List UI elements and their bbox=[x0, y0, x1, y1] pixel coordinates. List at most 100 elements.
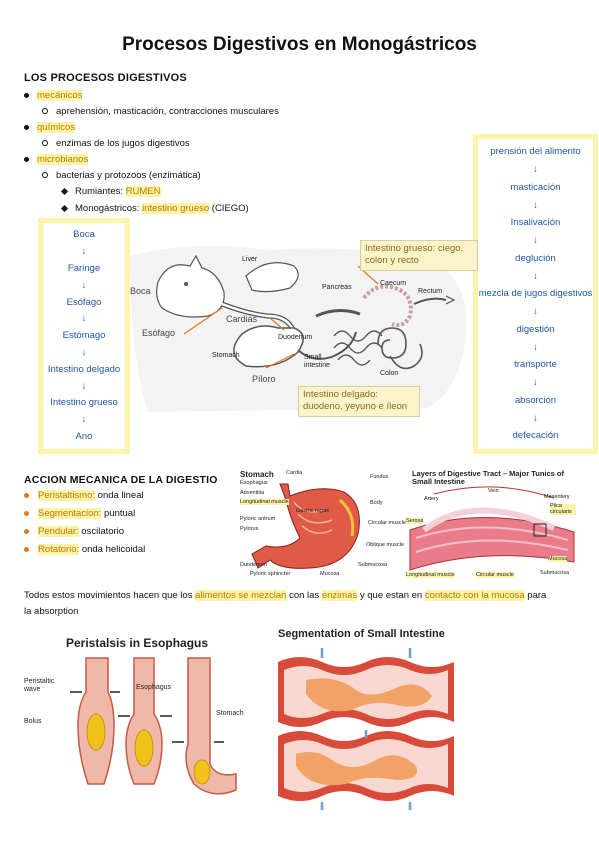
stomach-figure: Stomach Cardia Esophagus Adventitia Long… bbox=[240, 470, 406, 582]
callout-intestino-delgado: Intestino delgado: duodeno, yeyuno e íle… bbox=[298, 386, 420, 417]
stomach-label: Pylorus bbox=[240, 526, 259, 532]
stomach-fig-title: Stomach bbox=[240, 470, 274, 479]
down-arrow-icon: ↓ bbox=[81, 414, 87, 426]
down-arrow-icon: ↓ bbox=[81, 279, 87, 291]
stomach-label: Oblique muscle bbox=[366, 542, 404, 548]
summary-line-1: Todos estos movimientos hacen que los al… bbox=[24, 590, 547, 601]
label-bolus: Bolus bbox=[24, 718, 42, 725]
label-small-intestine: Small intestine bbox=[304, 354, 331, 369]
layers-label: Plica circularis bbox=[550, 503, 576, 515]
circle-bullet-icon bbox=[42, 108, 48, 115]
monogastricos-item: Monogástricos: intestino grueso (CIEGO) bbox=[60, 203, 249, 214]
digestive-tract-diagram: Boca Esófago Liver Cardias Stomach Duode… bbox=[128, 236, 470, 416]
rumiantes-item: Rumiantes: RUMEN bbox=[60, 186, 161, 197]
orange-bullet-icon bbox=[24, 510, 29, 516]
layers-figure: Layers of Digestive Tract – Major Tunics… bbox=[404, 469, 580, 582]
layers-label: Artery bbox=[424, 496, 439, 502]
stomach-label: Gastric rugae bbox=[296, 508, 330, 514]
down-arrow-icon: ↓ bbox=[533, 306, 538, 317]
stomach-label: Fundus bbox=[370, 474, 389, 480]
label-caecum: Caecum bbox=[380, 280, 407, 287]
label-cardias: Cardias bbox=[226, 314, 258, 324]
flow-step: masticación bbox=[510, 181, 561, 193]
mecanica-item: Pendular: oscilatorio bbox=[24, 526, 145, 544]
mecanica-item: Rotatorio: onda helicoidal bbox=[24, 544, 145, 562]
down-arrow-icon: ↓ bbox=[533, 235, 538, 246]
layers-label: Vein bbox=[488, 488, 499, 494]
stomach-label: Circular muscle bbox=[368, 520, 406, 526]
down-arrow-icon: ↓ bbox=[533, 199, 538, 211]
microbianos-detail: bacterias y protozoos (enzimática) bbox=[42, 170, 201, 181]
bullet-icon bbox=[24, 156, 29, 162]
stomach-label: Cardia bbox=[286, 470, 303, 476]
stomach-label: Submucosa bbox=[358, 562, 388, 568]
bullet-icon bbox=[24, 124, 29, 130]
layers-label: Mesentery bbox=[544, 494, 570, 500]
stomach-label: Mucosa bbox=[320, 571, 340, 577]
flow-step: Intestino grueso bbox=[50, 397, 118, 409]
label-liver: Liver bbox=[242, 256, 258, 263]
summary-line-2: la absorption bbox=[24, 606, 79, 617]
stomach-label: Duodenum bbox=[240, 562, 267, 568]
page-title: Procesos Digestivos en Monogástricos bbox=[122, 34, 477, 55]
bullet-icon bbox=[24, 92, 29, 98]
layers-label: Submucosa bbox=[540, 570, 570, 576]
orange-bullet-icon bbox=[24, 546, 29, 552]
flow-step: Boca bbox=[73, 229, 95, 241]
mecanica-list: Peristaltismo: onda lineal Segmentacion:… bbox=[24, 490, 145, 562]
peristalsis-illustration bbox=[70, 657, 237, 795]
label-pancreas: Pancreas bbox=[322, 284, 352, 291]
stomach-label: Body bbox=[370, 500, 383, 506]
peristalsis-fig-title: Peristalsis in Esophagus bbox=[66, 636, 209, 650]
flow-step: digestión bbox=[516, 323, 555, 335]
flow-step: Faringe bbox=[67, 262, 101, 274]
down-arrow-icon: ↓ bbox=[533, 412, 538, 424]
mecanicos-item: mecánicos bbox=[24, 90, 83, 101]
down-arrow-icon: ↓ bbox=[81, 347, 87, 358]
mecanicos-detail: aprehensión, masticación, contracciones … bbox=[42, 106, 279, 117]
stomach-label: Pyloric sphincter bbox=[250, 571, 291, 577]
digestive-tract-illustration bbox=[130, 246, 467, 412]
flow-step: Intestino delgado bbox=[47, 363, 121, 375]
circle-bullet-icon bbox=[42, 172, 48, 179]
microbianos-item: microbianos bbox=[24, 154, 89, 165]
label-peristaltic-wave: Peristaltic wave bbox=[24, 678, 55, 693]
layers-fig-title: Layers of Digestive Tract – Major Tunics… bbox=[412, 469, 564, 487]
quimicos-detail: enzimas de los jugos digestivos bbox=[42, 138, 190, 149]
stomach-label: Longitudinal muscle bbox=[240, 499, 289, 505]
label-stomach: Stomach bbox=[216, 710, 244, 717]
peristalsis-figure: Peristalsis in Esophagus Peristaltic wav… bbox=[22, 634, 262, 814]
mecanica-item: Peristaltismo: onda lineal bbox=[24, 490, 145, 508]
stomach-label: Adventitia bbox=[240, 490, 265, 496]
layers-label: Mucosa bbox=[548, 556, 568, 562]
layers-label: Serosa bbox=[406, 518, 424, 524]
down-arrow-icon: ↓ bbox=[533, 270, 538, 282]
flow-step: prensión del alimento bbox=[490, 146, 581, 158]
mecanica-heading: ACCION MECANICA DE LA DIGESTIO bbox=[24, 474, 218, 486]
flow-step: Esófago bbox=[66, 296, 102, 308]
stomach-label: Pyloric antrum bbox=[240, 516, 276, 522]
down-arrow-icon: ↓ bbox=[81, 380, 87, 392]
orange-bullet-icon bbox=[24, 492, 29, 498]
circle-bullet-icon bbox=[42, 140, 48, 147]
segmentation-illustration bbox=[278, 648, 454, 810]
label-esofago: Esófago bbox=[142, 328, 176, 338]
label-duodenum: Duodenum bbox=[278, 334, 313, 341]
layers-label: Circular muscle bbox=[476, 572, 514, 578]
mecanica-item: Segmentacion: puntual bbox=[24, 508, 145, 526]
orange-bullet-icon bbox=[24, 528, 29, 534]
label-boca: Boca bbox=[130, 286, 151, 296]
down-arrow-icon: ↓ bbox=[533, 341, 538, 353]
flow-step: deglución bbox=[515, 252, 556, 264]
procesos-heading: LOS PROCESOS DIGESTIVOS bbox=[24, 72, 187, 84]
flow-step: absorción bbox=[514, 394, 557, 406]
flow-step: mezcla de jugos digestivos bbox=[478, 288, 593, 300]
label-colon: Colon bbox=[380, 370, 399, 377]
flow-step: Estómago bbox=[62, 330, 106, 342]
flow-step: Ano bbox=[75, 431, 93, 443]
down-arrow-icon: ↓ bbox=[533, 164, 538, 175]
segmentation-fig-title: Segmentation of Small Intestine bbox=[278, 628, 445, 640]
quimicos-item: químicos bbox=[24, 122, 76, 133]
flow-step: transporte bbox=[514, 359, 557, 371]
label-esophagus: Esophagus bbox=[136, 684, 172, 691]
